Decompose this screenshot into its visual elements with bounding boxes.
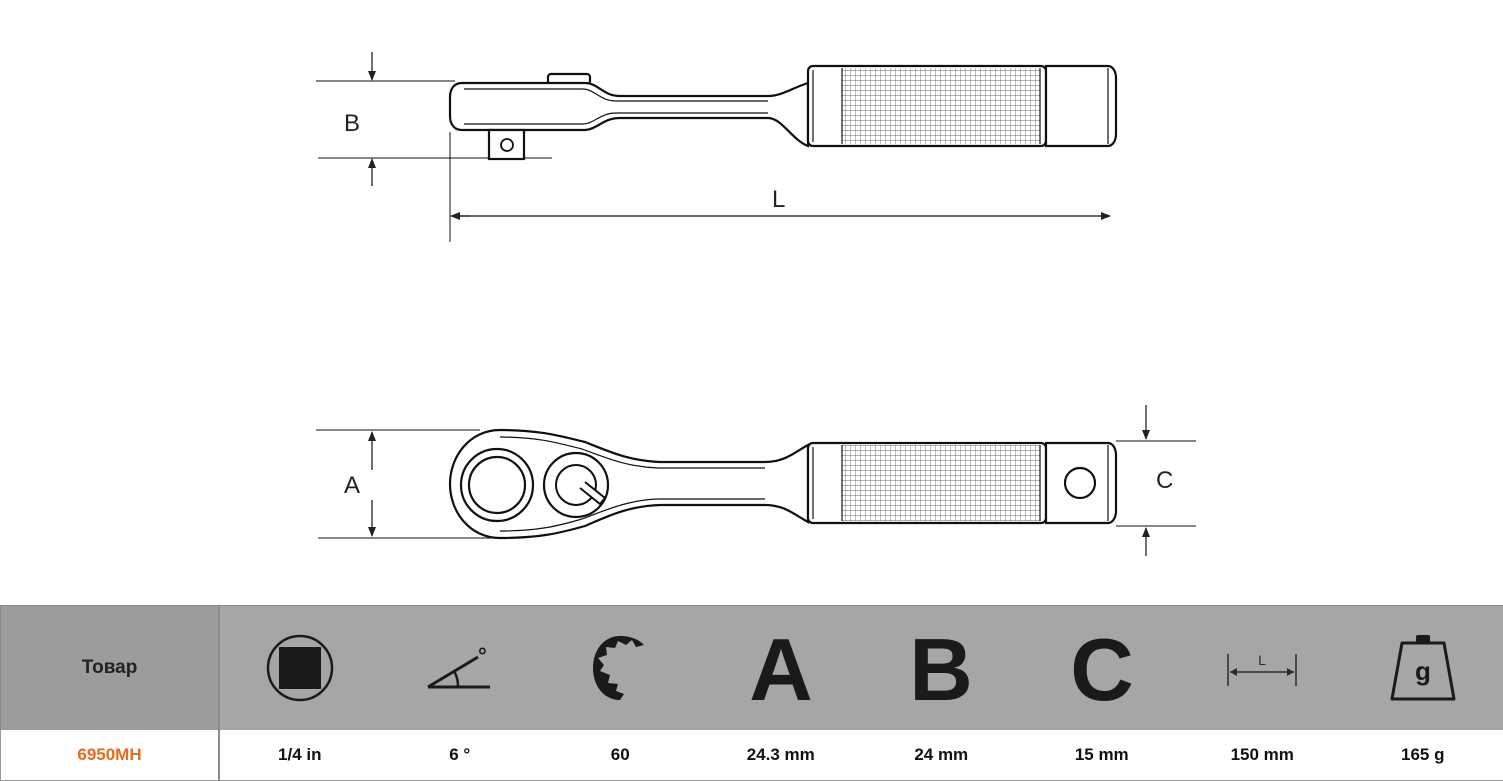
cell-a: 24.3 mm [700,730,861,781]
header-length: L [1182,605,1343,730]
cell-b: 24 mm [861,730,1022,781]
table-row: 6950MH 1/4 in 6 ° 60 24.3 mm 24 mm 15 mm… [0,730,1503,781]
header-c: C [1021,605,1182,730]
letter-c-glyph: C [1070,628,1134,708]
header-a: A [700,605,861,730]
angle-degree-icon: ° [426,643,490,689]
weight-icon-label: g [1415,656,1431,686]
cell-teeth: 60 [540,730,701,781]
cell-item: 6950MH [0,730,220,781]
letter-a-glyph: A [749,628,813,708]
dimension-label-a: A [344,472,360,499]
specs-table: Товар ° A [0,605,1503,781]
angle-degree-symbol: ° [478,643,487,668]
top-view [316,405,1196,556]
ratchet-teeth-icon [593,636,645,700]
letter-a-icon: A [749,628,813,708]
dimension-label-l: L [772,186,785,213]
letter-b-glyph: B [909,628,973,708]
item-code-link[interactable]: 6950MH [77,745,142,764]
header-item-label: Товар [81,657,138,678]
header-drive [219,605,380,730]
length-icon-label: L [1258,652,1266,668]
cell-length: 150 mm [1182,730,1343,781]
square-drive-icon [266,634,333,702]
specs-header-row: Товар ° A [0,605,1503,730]
header-item: Товар [0,605,220,730]
technical-drawing: B L A C [316,52,1196,556]
header-angle: ° [379,605,540,730]
header-weight: g [1342,605,1503,730]
cell-weight: 165 g [1342,730,1503,781]
letter-c-icon: C [1070,628,1134,708]
cell-drive: 1/4 in [219,730,380,781]
dimension-label-c: C [1156,467,1173,494]
header-b: B [861,605,1022,730]
cell-angle: 6 ° [379,730,540,781]
length-icon: L [1227,652,1297,686]
side-view [316,52,1118,242]
cell-c: 15 mm [1021,730,1182,781]
header-teeth [540,605,701,730]
weight-icon: g [1390,635,1456,701]
dimension-label-b: B [344,110,360,137]
letter-b-icon: B [909,628,973,708]
